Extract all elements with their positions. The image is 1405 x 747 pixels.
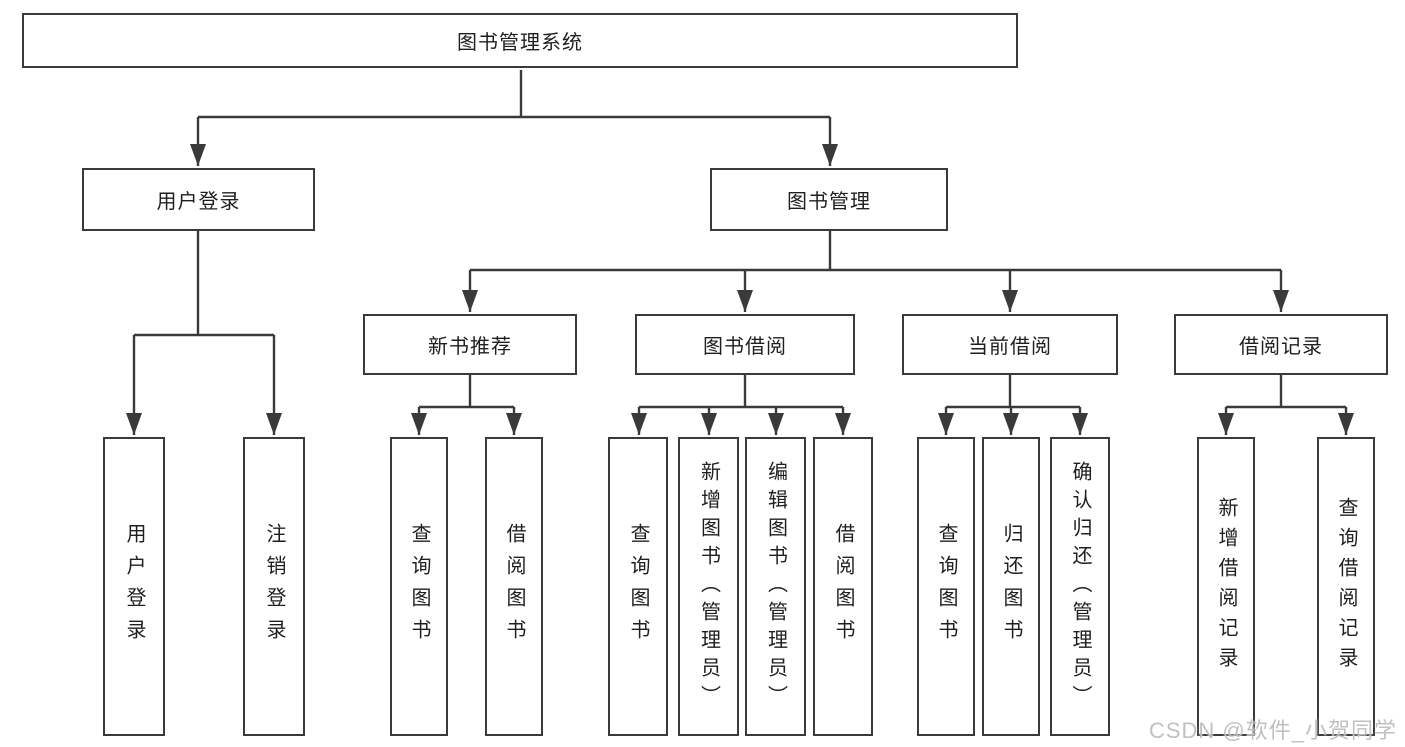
node-user-login: 用户登录: [82, 168, 315, 231]
leaf-add-borrow-record: 新增借阅记录: [1197, 437, 1255, 736]
leaf-edit-books-admin: 编辑图书（管理员）: [745, 437, 806, 736]
leaf-add-borrow-record-label: 新增借阅记录: [1215, 496, 1237, 677]
leaf-borrow-books: 借阅图书: [813, 437, 873, 736]
leaf-logout-login: 注销登录: [243, 437, 305, 736]
leaf-add-books-admin-label: 新增图书（管理员）: [697, 460, 720, 713]
node-root-system: 图书管理系统: [22, 13, 1018, 68]
leaf-recommend-query-books: 查询图书: [390, 437, 448, 736]
leaf-edit-books-admin-label: 编辑图书（管理员）: [764, 460, 787, 713]
leaf-recommend-borrow-books: 借阅图书: [485, 437, 543, 736]
leaf-confirm-return-admin-label: 确认归还（管理员）: [1069, 460, 1091, 713]
node-new-book-recommend: 新书推荐: [363, 314, 577, 375]
leaf-borrow-query-books-label: 查询图书: [627, 522, 649, 651]
leaf-borrow-query-books: 查询图书: [608, 437, 668, 736]
leaf-user-login: 用户登录: [103, 437, 165, 736]
leaf-query-borrow-record: 查询借阅记录: [1317, 437, 1375, 736]
leaf-add-books-admin: 新增图书（管理员）: [678, 437, 739, 736]
leaf-current-query-books: 查询图书: [917, 437, 975, 736]
node-book-management: 图书管理: [710, 168, 948, 231]
leaf-confirm-return-admin: 确认归还（管理员）: [1050, 437, 1110, 736]
leaf-recommend-query-books-label: 查询图书: [408, 522, 430, 651]
node-current-borrow: 当前借阅: [902, 314, 1118, 375]
leaf-query-borrow-record-label: 查询借阅记录: [1335, 496, 1357, 677]
node-book-borrow: 图书借阅: [635, 314, 855, 375]
leaf-return-books: 归还图书: [982, 437, 1040, 736]
leaf-return-books-label: 归还图书: [1000, 522, 1022, 651]
csdn-watermark: CSDN @软件_小贺同学: [1148, 718, 1397, 743]
leaf-logout-login-label: 注销登录: [263, 522, 285, 651]
node-borrow-record: 借阅记录: [1174, 314, 1388, 375]
leaf-user-login-label: 用户登录: [123, 522, 145, 651]
leaf-current-query-books-label: 查询图书: [935, 522, 957, 651]
leaf-recommend-borrow-books-label: 借阅图书: [503, 522, 525, 651]
leaf-borrow-books-label: 借阅图书: [832, 522, 854, 651]
